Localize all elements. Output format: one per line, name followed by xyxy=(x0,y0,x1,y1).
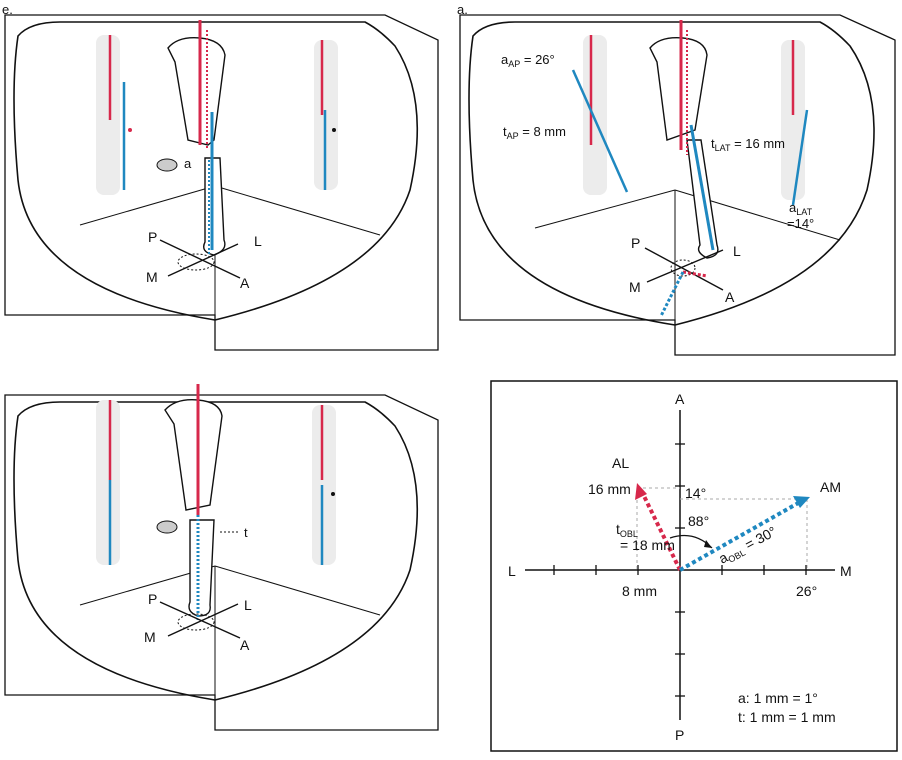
inner-wall-curve xyxy=(468,21,875,326)
vector-am-arrowhead xyxy=(793,496,810,508)
box-diagram: t P L M A xyxy=(4,384,439,731)
marker-a: a xyxy=(184,156,192,171)
axis-pa xyxy=(644,247,724,291)
black-dot xyxy=(332,128,336,132)
panel-label: e. xyxy=(2,2,13,17)
red-vector xyxy=(682,270,708,278)
center-ellipse xyxy=(177,253,215,271)
blue-axis xyxy=(571,69,629,193)
tick-marks xyxy=(553,443,807,697)
blue-vector xyxy=(659,271,685,317)
tibia-lower xyxy=(188,519,215,617)
label-t-obl-value: = 18 mm xyxy=(620,537,675,553)
axis-label-m: M xyxy=(629,279,641,295)
label-am: AM xyxy=(820,479,841,495)
axis-pa xyxy=(159,239,241,279)
bone-shadow xyxy=(312,405,336,565)
box-diagram: P L M A a xyxy=(4,14,439,351)
axis-ml xyxy=(167,603,239,637)
label-al: AL xyxy=(612,455,629,471)
label-a-lat-value: =14° xyxy=(787,216,814,231)
bone-shadow xyxy=(96,35,120,195)
axis-label-l: L xyxy=(254,233,262,249)
box-outline xyxy=(4,14,439,351)
floor-edge xyxy=(79,185,216,226)
axis-label-p: P xyxy=(675,727,684,743)
axis-label-l: L xyxy=(508,563,516,579)
axis-label-a: A xyxy=(240,275,250,291)
axis-label-p: P xyxy=(631,235,640,251)
label-m-x: 26° xyxy=(796,583,817,599)
floor-edge xyxy=(214,185,381,236)
box-diagram: P L M A aAP = 26° tAP = 8 mm tLAT = 16 m… xyxy=(459,14,896,356)
legend-a: a: 1 mm = 1° xyxy=(738,690,818,706)
panel-frame xyxy=(490,380,898,752)
cross-section xyxy=(156,158,178,172)
axis-label-a: A xyxy=(675,391,685,407)
label-al-y: 16 mm xyxy=(588,481,631,497)
label-angle: 88° xyxy=(688,513,709,529)
inner-wall-curve xyxy=(13,401,419,701)
vector-al-arrowhead xyxy=(635,483,647,500)
blue-axis xyxy=(791,109,809,206)
bone-shadow xyxy=(96,400,120,565)
label-t-lat: tLAT = 16 mm xyxy=(711,136,785,153)
label-a-lat: aLAT xyxy=(789,200,813,217)
vector-al xyxy=(640,491,682,571)
axis-ml xyxy=(167,243,239,277)
axis-label-m: M xyxy=(144,629,156,645)
box-outline xyxy=(4,394,439,731)
axis-label-l: L xyxy=(733,243,741,259)
black-dot xyxy=(331,492,335,496)
vector-diagram: A P L M AL AM 16 mm 14° 8 mm 26° 88° tOB… xyxy=(490,380,898,752)
label-t-ap: tAP = 8 mm xyxy=(503,124,566,141)
floor-edge xyxy=(534,189,676,229)
panel-top-left: e. P L M A a xyxy=(0,0,440,360)
axis-ml xyxy=(646,249,724,283)
axis-label-l: L xyxy=(244,597,252,613)
vector-am xyxy=(679,500,801,572)
label-l-x: 8 mm xyxy=(622,583,657,599)
panel-bottom-right: A P L M AL AM 16 mm 14° 8 mm 26° 88° tOB… xyxy=(490,380,900,755)
label-a-ap: aAP = 26° xyxy=(501,52,555,69)
axis-pa xyxy=(159,601,241,639)
axis-label-a: A xyxy=(240,637,250,653)
angle-arrowhead xyxy=(704,540,712,548)
axis-label-p: P xyxy=(148,591,157,607)
axis-label-p: P xyxy=(148,229,157,245)
axis-label-m: M xyxy=(840,563,852,579)
floor-edge xyxy=(214,565,381,616)
axis-label-m: M xyxy=(146,269,158,285)
tibia-lower xyxy=(202,157,226,256)
red-dot xyxy=(128,128,132,132)
marker-t: t xyxy=(244,525,248,540)
blue-axis xyxy=(689,124,715,251)
panel-bottom-left: t P L M A xyxy=(0,380,440,750)
center-ellipse xyxy=(177,613,215,631)
panel-top-right: a. P L M A aAP = 26° tAP = 8 mm tLAT = xyxy=(455,0,902,365)
inner-wall-curve xyxy=(13,21,419,321)
tibia-upper xyxy=(167,37,226,146)
tibia-upper xyxy=(649,37,708,141)
center-ellipse xyxy=(670,259,696,277)
axis-label-a: A xyxy=(725,289,735,305)
label-am-y: 14° xyxy=(685,485,706,501)
cross-section xyxy=(156,520,178,534)
label-t-obl: tOBL xyxy=(616,521,638,539)
tibia-lower xyxy=(686,139,719,259)
legend-t: t: 1 mm = 1 mm xyxy=(738,709,836,725)
tibia-upper xyxy=(164,399,223,511)
box-outline xyxy=(459,14,896,356)
bone-shadow xyxy=(583,35,607,195)
panel-label: a. xyxy=(457,2,468,17)
